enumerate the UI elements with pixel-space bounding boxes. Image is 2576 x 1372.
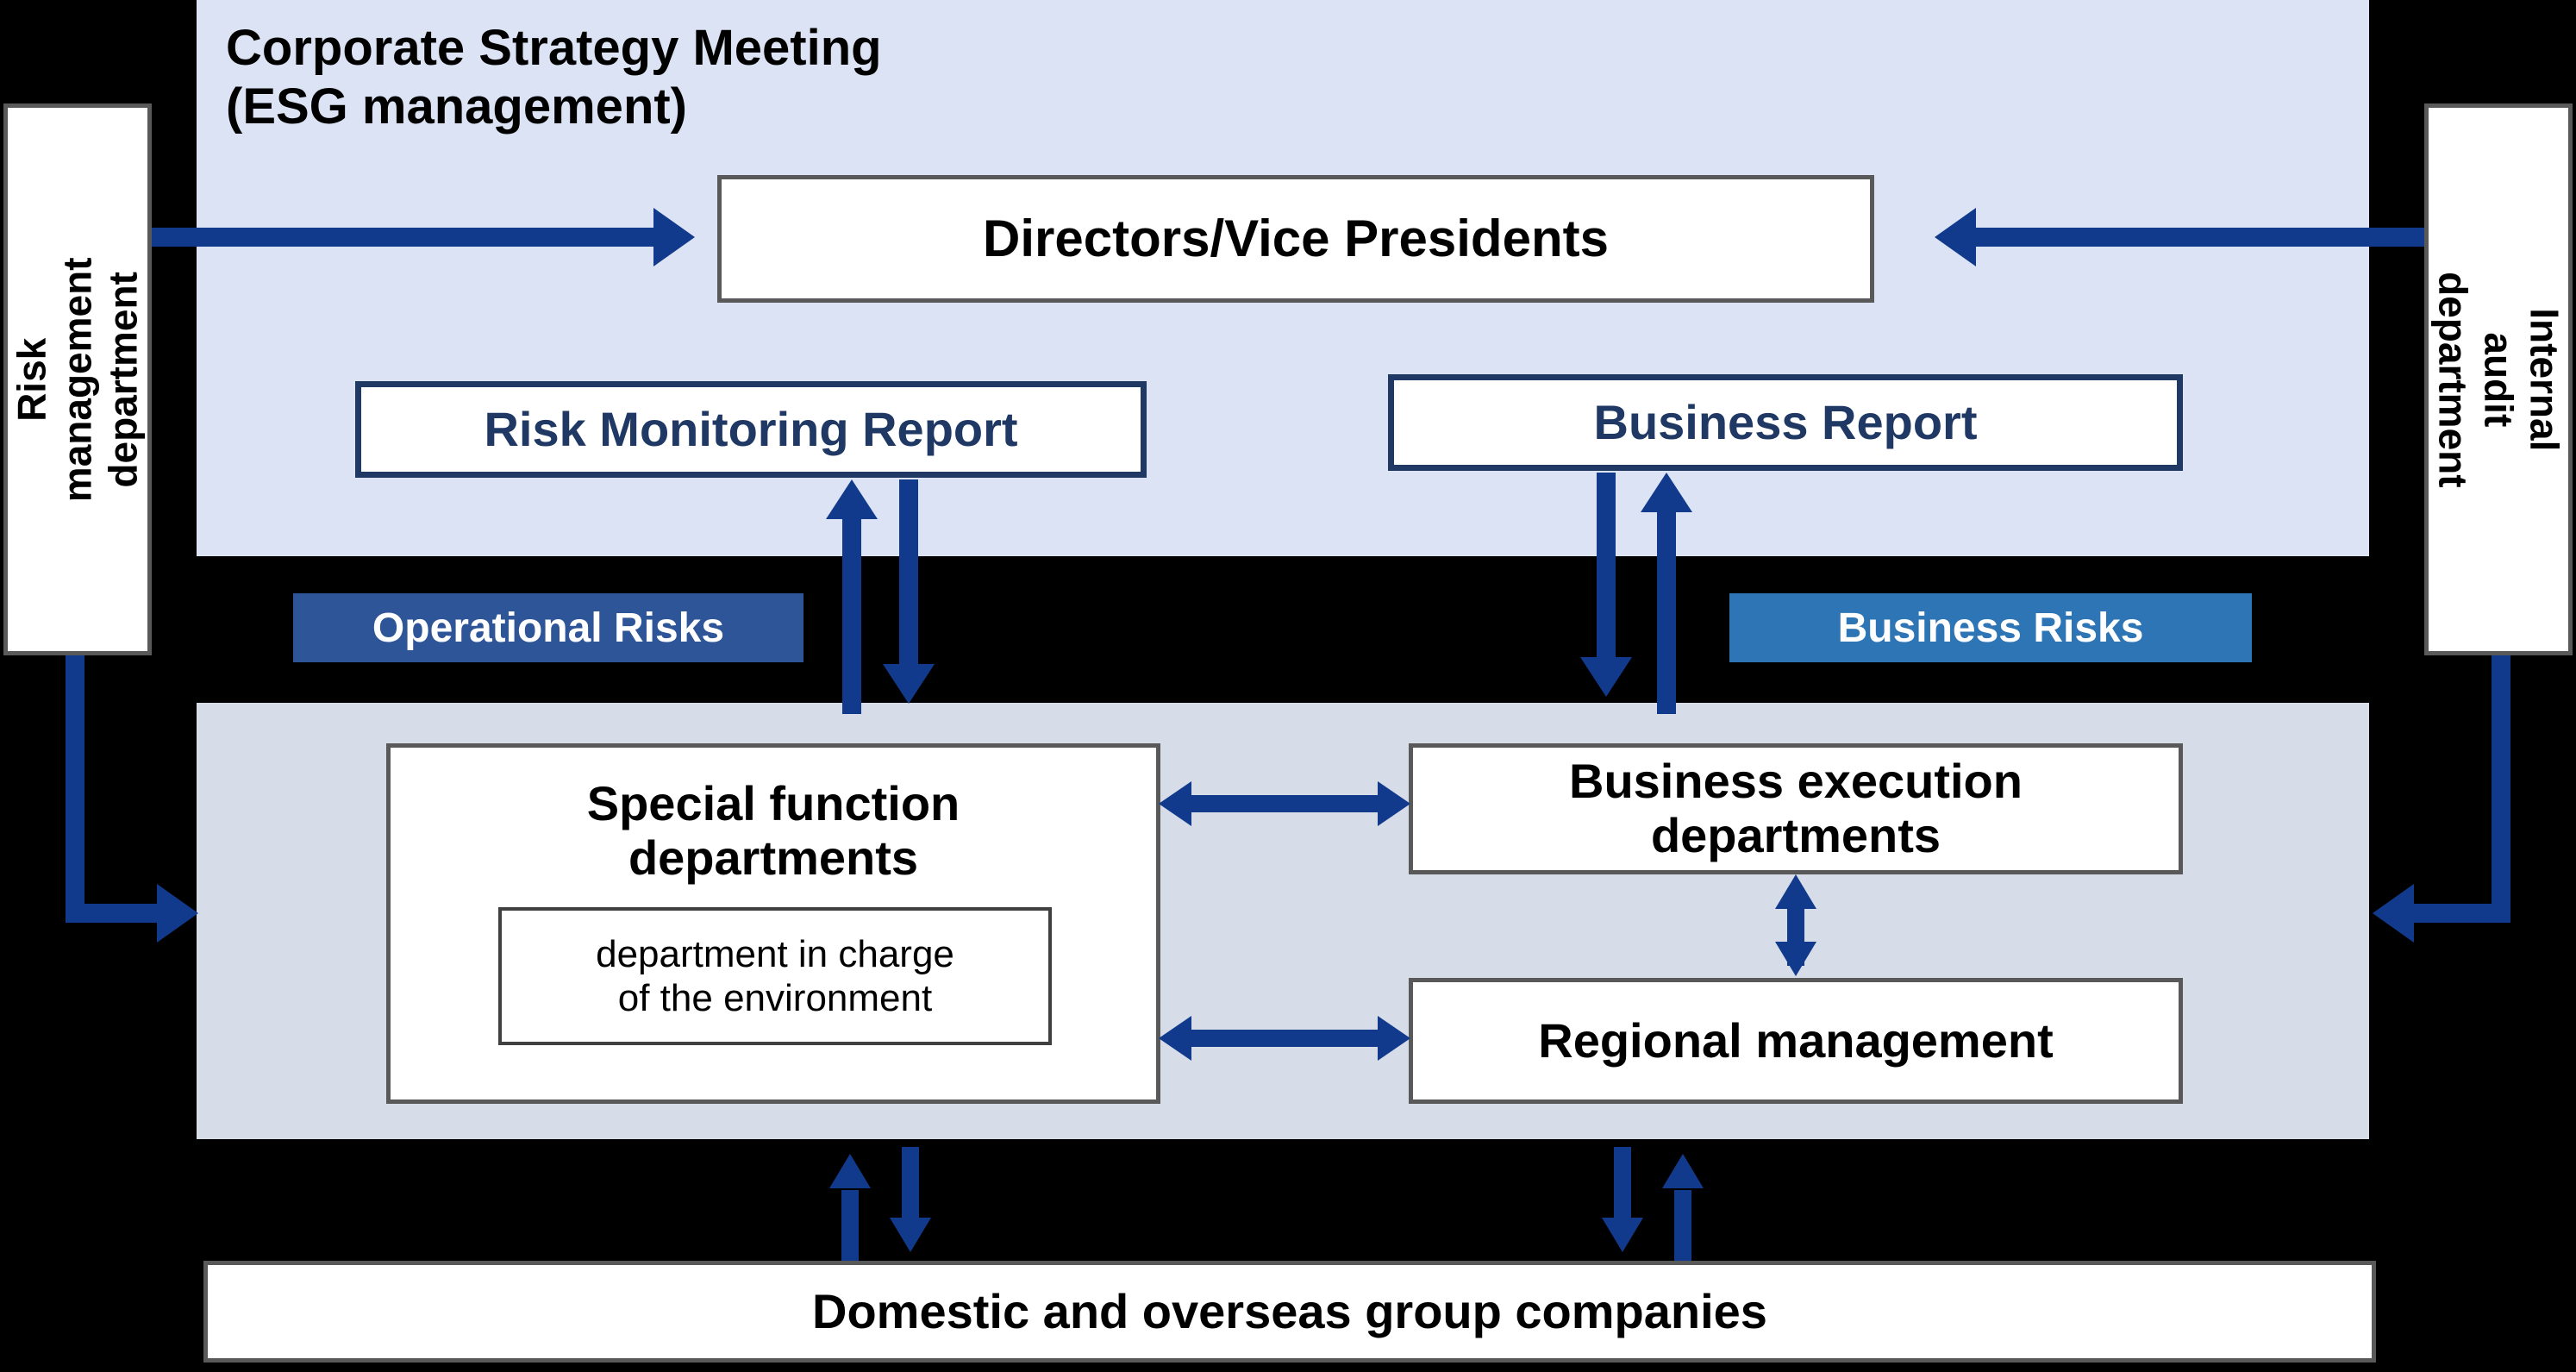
arrow-risk-mgmt-to-mid-vertical xyxy=(66,655,84,923)
internal-audit-department-label: Internal audit department xyxy=(2430,271,2567,488)
directors-vice-presidents-label: Directors/Vice Presidents xyxy=(983,210,1609,268)
arrow-group-to-mid-right-line xyxy=(1674,1190,1691,1261)
arrow-special-to-regional-head-right xyxy=(1378,1016,1410,1061)
business-execution-departments-box[interactable]: Business execution departments xyxy=(1409,743,2183,874)
operational-risks-label: Operational Risks xyxy=(372,605,725,651)
arrow-business-report-to-execution-line xyxy=(1597,473,1616,659)
arrow-execution-to-business-report-head xyxy=(1641,473,1692,512)
arrow-risk-report-to-special-head xyxy=(883,664,935,704)
business-risks-label: Business Risks xyxy=(1837,605,2144,651)
arrow-risk-mgmt-to-directors-head xyxy=(653,208,695,266)
arrow-group-to-mid-right-head xyxy=(1662,1154,1704,1188)
business-risks-tag: Business Risks xyxy=(1729,593,2252,662)
business-report-box[interactable]: Business Report xyxy=(1388,374,2183,471)
regional-management-box[interactable]: Regional management xyxy=(1409,978,2183,1104)
arrow-special-to-execution-line xyxy=(1191,795,1378,812)
arrow-internal-audit-to-mid-vertical xyxy=(2492,655,2510,923)
arrow-special-to-risk-report-line xyxy=(842,517,861,714)
arrow-special-to-regional-line xyxy=(1191,1030,1378,1047)
arrow-mid-to-group-left-line xyxy=(902,1147,919,1219)
arrow-special-to-regional-head-left xyxy=(1159,1016,1191,1061)
arrow-special-to-risk-report-head xyxy=(826,479,878,519)
business-report-label: Business Report xyxy=(1593,395,1978,450)
arrow-mid-to-group-right-line xyxy=(1614,1147,1631,1219)
directors-vice-presidents-box[interactable]: Directors/Vice Presidents xyxy=(717,175,1874,303)
arrow-execution-to-regional-head-up xyxy=(1775,874,1816,909)
arrow-special-to-execution-head-right xyxy=(1378,781,1410,826)
arrow-internal-audit-to-mid-horizontal xyxy=(2414,904,2510,923)
arrow-risk-mgmt-to-mid-horizontal xyxy=(66,904,162,923)
business-execution-departments-label: Business execution departments xyxy=(1569,754,2023,862)
arrow-risk-report-to-special-line xyxy=(899,479,918,666)
arrow-execution-to-business-report-line xyxy=(1657,511,1676,714)
arrow-group-to-mid-left-line xyxy=(841,1190,859,1261)
arrow-business-report-to-execution-head xyxy=(1580,657,1632,697)
internal-audit-department-box[interactable]: Internal audit department xyxy=(2424,103,2573,655)
page-title: Corporate Strategy Meeting (ESG manageme… xyxy=(226,20,882,135)
risk-monitoring-report-label: Risk Monitoring Report xyxy=(484,402,1018,457)
risk-monitoring-report-box[interactable]: Risk Monitoring Report xyxy=(355,381,1147,478)
arrow-mid-to-group-right-head xyxy=(1602,1218,1643,1252)
regional-management-label: Regional management xyxy=(1538,1012,2054,1068)
arrow-group-to-mid-left-head xyxy=(829,1154,871,1188)
risk-management-department-box[interactable]: Risk management department xyxy=(3,103,152,655)
environment-department-label: department in charge of the environment xyxy=(596,932,954,1019)
arrow-mid-to-group-left-head xyxy=(890,1218,931,1252)
group-companies-box[interactable]: Domestic and overseas group companies xyxy=(203,1261,2376,1363)
group-companies-label: Domestic and overseas group companies xyxy=(812,1283,1767,1338)
arrow-risk-mgmt-to-mid-head xyxy=(157,884,198,943)
operational-risks-tag: Operational Risks xyxy=(293,593,803,662)
arrow-internal-audit-to-directors-head xyxy=(1935,208,1976,266)
risk-management-department-label: Risk management department xyxy=(9,257,146,502)
arrow-execution-to-regional-head-down xyxy=(1775,942,1816,976)
arrow-special-to-execution-head-left xyxy=(1159,781,1191,826)
environment-department-box[interactable]: department in charge of the environment xyxy=(498,907,1052,1045)
special-function-departments-label: Special function departments xyxy=(586,776,960,885)
arrow-internal-audit-to-directors-line xyxy=(1976,228,2424,247)
arrow-internal-audit-to-mid-head xyxy=(2373,884,2414,943)
arrow-risk-mgmt-to-directors-line xyxy=(152,228,657,247)
